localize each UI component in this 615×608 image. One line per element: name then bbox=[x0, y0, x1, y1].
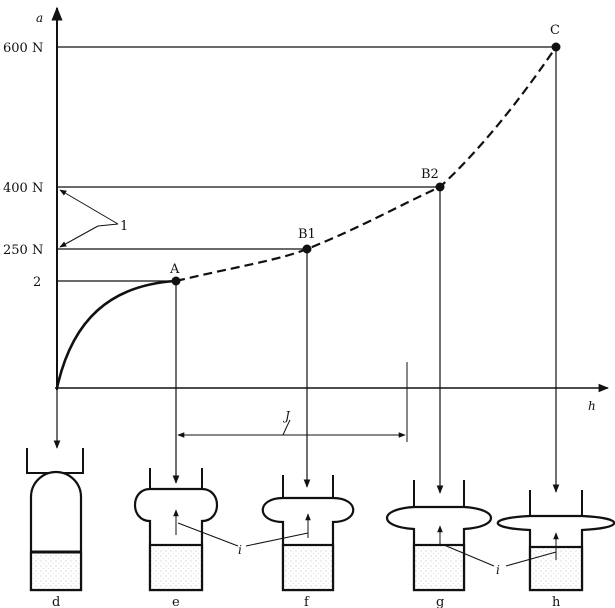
i-label-ef: i bbox=[238, 543, 242, 557]
y-tick-600: 600 N bbox=[3, 41, 43, 56]
bracket-label: 1 bbox=[120, 219, 128, 234]
stage-g bbox=[385, 480, 493, 592]
bracket-arrow-upper bbox=[59, 189, 119, 225]
stage-h bbox=[496, 490, 615, 592]
y-tick-2: 2 bbox=[33, 275, 41, 290]
point-A-label: A bbox=[169, 262, 180, 277]
stage-h-label: h bbox=[552, 595, 561, 608]
stage-d bbox=[26, 448, 84, 592]
solid-curve bbox=[55, 279, 177, 389]
i-leader-h bbox=[505, 551, 557, 567]
i-leader-g bbox=[443, 544, 495, 567]
i-leader-e bbox=[177, 522, 239, 547]
dimension-leader bbox=[282, 419, 291, 436]
y-axis-label: a bbox=[36, 11, 43, 25]
y-tick-400: 400 N bbox=[3, 181, 43, 196]
point-B1-label: B1 bbox=[298, 227, 316, 242]
i-leader-f bbox=[245, 532, 309, 547]
y-tick-250: 250 N bbox=[3, 243, 43, 258]
dimension-label: J bbox=[282, 409, 291, 423]
stage-f bbox=[261, 475, 355, 592]
stage-f-label: f bbox=[304, 595, 310, 608]
stage-d-label: d bbox=[52, 595, 60, 608]
stage-e bbox=[134, 468, 218, 592]
bracket-join bbox=[97, 223, 119, 227]
i-label-gh: i bbox=[496, 563, 500, 577]
bracket-arrow-lower bbox=[59, 225, 99, 248]
stage-e-label: e bbox=[172, 595, 180, 608]
dashed-curve bbox=[175, 46, 557, 283]
x-axis-label: h bbox=[588, 399, 596, 413]
stage-g-label: g bbox=[436, 595, 444, 608]
point-C-label: C bbox=[550, 23, 560, 38]
point-B2-label: B2 bbox=[421, 167, 439, 182]
